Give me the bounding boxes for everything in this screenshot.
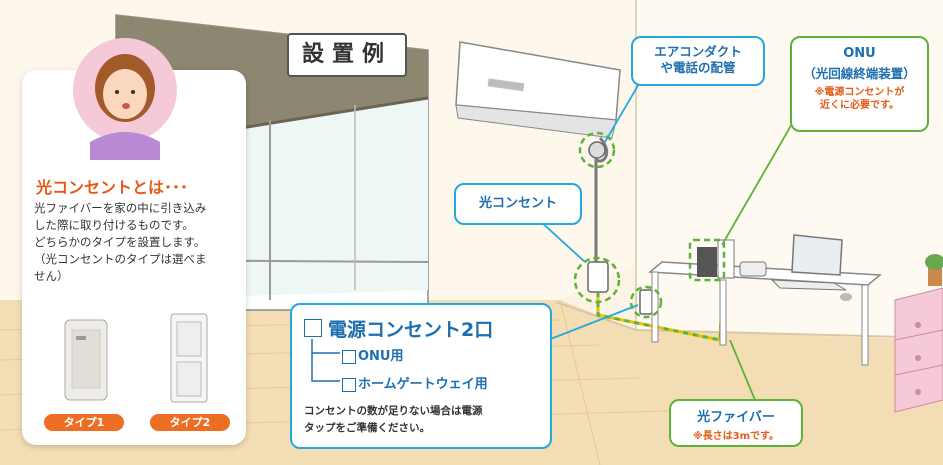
- power-note-line1: コンセントの数が足りない場合は電源: [304, 405, 483, 417]
- optical-outlet-type1-image: [64, 319, 108, 401]
- info-description-line: せん）: [34, 269, 69, 283]
- tree-connector-lines: [311, 339, 340, 382]
- onu-note-line1: ※電源コンセントが: [814, 87, 905, 98]
- laptop-base: [770, 279, 847, 291]
- info-description-line: した際に取り付けるものです。: [34, 218, 194, 232]
- power-item-gateway: ホームゲートウェイ用: [342, 373, 488, 392]
- optical-fiber-note: ※長さは3mです。: [692, 431, 780, 442]
- onu-full-name: （光回線終端装置）: [803, 66, 916, 81]
- type1-badge: タイプ1: [44, 414, 124, 431]
- baseboard: [555, 301, 637, 331]
- power-note-line2: タップをご準備ください。: [304, 422, 430, 434]
- optical-outlet-callout: 光コンセント: [454, 183, 582, 225]
- router-device: [717, 239, 735, 279]
- info-description: 光ファイバーを家の中に引き込み した際に取り付けるものです。 どちらかのタイプを…: [34, 200, 244, 285]
- onu-device: [697, 247, 717, 277]
- type2-badge: タイプ2: [150, 414, 230, 431]
- laptop-screen: [791, 234, 843, 276]
- duct-pipe: [594, 136, 609, 265]
- onu-callout: ONU （光回線終端装置） ※電源コンセントが 近くに必要です。: [790, 36, 929, 132]
- info-description-line: どちらかのタイプを設置します。: [34, 235, 206, 249]
- highlight-power-outlet: [629, 285, 663, 319]
- power-outlet-title: 電源コンセント2口: [328, 319, 494, 341]
- baseboard-right: [635, 329, 943, 339]
- woman-illustration: [73, 38, 177, 160]
- telephone: [739, 261, 767, 277]
- highlight-onu: [688, 238, 726, 282]
- checkbox-icon: [304, 319, 322, 337]
- drawer-cabinet: [894, 287, 943, 413]
- optical-outlet-device: [587, 261, 609, 293]
- plant: [925, 254, 943, 286]
- highlight-optical-outlet: [573, 256, 621, 304]
- info-heading: 光コンセントとは･･･: [36, 178, 189, 197]
- aircon-duct-label-line2: や電話の配管: [660, 60, 736, 75]
- onu-note-line2: 近くに必要です。: [820, 100, 899, 111]
- optical-fiber-label: 光ファイバー: [697, 410, 775, 425]
- highlight-duct: [578, 131, 616, 169]
- power-item-onu: ONU用: [342, 345, 404, 364]
- aircon-duct-label-line1: エアコンダクト: [654, 44, 742, 59]
- air-conditioner: [455, 41, 621, 139]
- info-description-line: 光ファイバーを家の中に引き込み: [34, 201, 207, 215]
- power-item-onu-label: ONU用: [358, 349, 404, 364]
- optical-fiber-callout: 光ファイバー ※長さは3mです。: [669, 399, 803, 447]
- page-title: 設置例: [287, 33, 407, 77]
- checkbox-icon: [342, 377, 356, 392]
- onu-label: ONU: [843, 46, 876, 61]
- info-description-line: （光コンセントのタイプは選べま: [34, 252, 207, 266]
- power-item-gateway-label: ホームゲートウェイ用: [358, 377, 488, 392]
- power-outlet-callout: 電源コンセント2口 ONU用 ホームゲートウェイ用 コンセントの数が足りない場合…: [290, 303, 552, 449]
- power-outlet-note: コンセントの数が足りない場合は電源 タップをご準備ください。: [304, 403, 544, 437]
- onu-note: ※電源コンセントが 近くに必要です。: [792, 86, 927, 112]
- aircon-duct-callout: エアコンダクト や電話の配管: [631, 36, 765, 86]
- power-outlet-device: [639, 289, 653, 315]
- checkbox-icon: [342, 349, 356, 364]
- optical-outlet-type2-image: [170, 313, 208, 403]
